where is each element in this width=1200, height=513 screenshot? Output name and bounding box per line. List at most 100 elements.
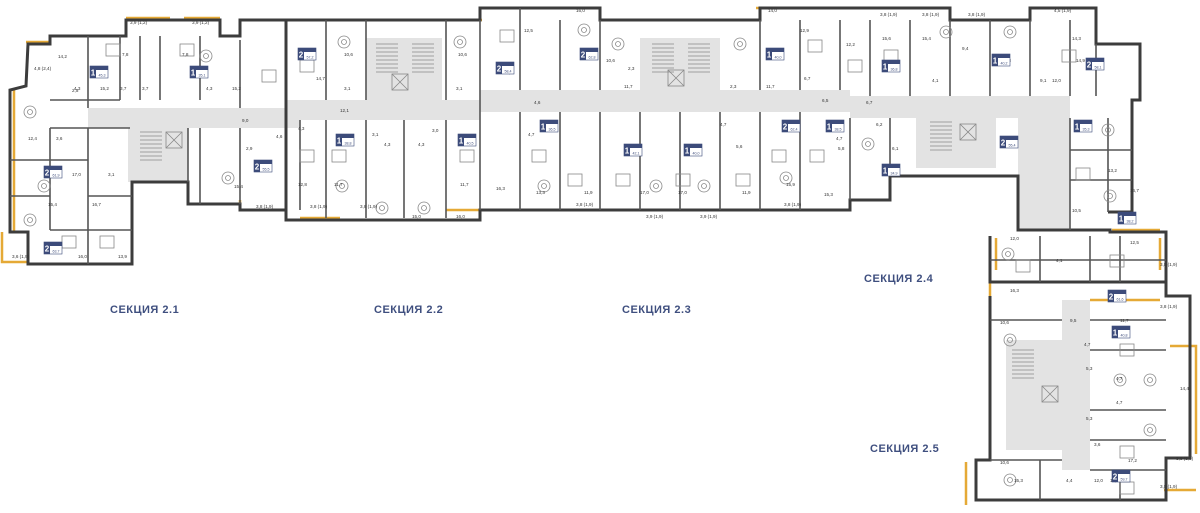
- apartment-area: 40,5: [467, 142, 474, 146]
- stair-icon: [412, 43, 434, 73]
- room-area-s23-16: 15,9: [786, 182, 795, 187]
- room-area-s25-12: 10,6: [1000, 460, 1009, 465]
- room-area-s21-4: 3,7: [120, 86, 127, 91]
- apartment-rooms: 2: [45, 169, 50, 178]
- common-areas: [88, 38, 1090, 470]
- apartment-area: 34,9: [891, 172, 898, 176]
- apartment-rooms: 1: [883, 63, 888, 72]
- room-area-s25-0: 12,0: [1010, 236, 1019, 241]
- bed-icon: [261, 69, 277, 83]
- room-area-s23-0: 12,5: [524, 28, 533, 33]
- apartment-area: 38,5: [835, 128, 842, 132]
- room-area-s21-7: 7,8: [182, 52, 189, 57]
- table-icon: [225, 175, 231, 181]
- room-area-s23-9: 11,9: [584, 190, 593, 195]
- bed-icon: [567, 173, 583, 187]
- room-area-s23-6: 2,3: [628, 66, 635, 71]
- table-icon: [541, 183, 547, 189]
- room-area-s22-16: 3,8 (1,9): [360, 204, 378, 209]
- table-icon: [1117, 377, 1123, 383]
- room-area-s25-22: 3,8 (1,9): [1160, 484, 1178, 489]
- room-area-s24-15: 4,1: [932, 78, 939, 83]
- section-label-2-3: СЕКЦИЯ 2.3: [622, 304, 692, 316]
- room-area-s21-3: 4,3: [74, 86, 81, 91]
- room-area-s24-23: 3,8 (1,9): [880, 12, 898, 17]
- table-icon: [1147, 427, 1153, 433]
- room-area-s22-18: 4,6: [276, 134, 283, 139]
- room-area-s24-22: 10,5: [1072, 208, 1081, 213]
- table-icon: [733, 37, 747, 51]
- room-area-s22-14: 16,0: [456, 214, 465, 219]
- room-area-s23-18: 2,3: [730, 84, 737, 89]
- room-area-s25-21: 4,4: [1066, 478, 1073, 483]
- section-label-2-4: СЕКЦИЯ 2.4: [864, 273, 934, 285]
- room-area-s21-21: 3,9 (1,2): [192, 20, 210, 25]
- room-area-s23-10: 13,3: [536, 190, 545, 195]
- room-area-s22-0: 14,7: [316, 76, 325, 81]
- table-icon: [1113, 373, 1127, 387]
- table-icon: [581, 27, 587, 33]
- bed-icon: [299, 59, 315, 73]
- corridor-2-4b: [1018, 118, 1070, 230]
- stair-icon: [140, 131, 162, 161]
- corridor-2-1: [88, 108, 300, 128]
- apartment-rooms: 2: [299, 51, 304, 60]
- stair-icon: [688, 43, 710, 73]
- bed-icon: [1109, 254, 1125, 268]
- room-area-s22-20: 2,9: [246, 146, 253, 151]
- apartment-area: 40,0: [693, 152, 700, 156]
- room-area-s24-4: 6,7: [804, 76, 811, 81]
- room-area-s24-25: 3,8 (1,9): [968, 12, 986, 17]
- room-area-s23-24: 16,3: [496, 186, 505, 191]
- table-icon: [943, 29, 949, 35]
- section-label-2-2: СЕКЦИЯ 2.2: [374, 304, 444, 316]
- table-icon: [453, 35, 467, 49]
- apartment-rooms: 1: [541, 123, 546, 132]
- room-area-s25-17: 3,8 (1,9): [1160, 304, 1178, 309]
- room-area-s23-11: 17,0: [640, 190, 649, 195]
- room-area-s25-11: 17,2: [1128, 458, 1137, 463]
- elevator-icon: [667, 69, 685, 87]
- apartment-rooms: 1: [625, 147, 630, 156]
- room-area-s23-20: 3,9 (1,9): [646, 214, 664, 219]
- table-icon: [457, 39, 463, 45]
- room-area-s24-24: 3,8 (1,9): [922, 12, 940, 17]
- room-area-s24-1: 12,9: [800, 28, 809, 33]
- apartment-rooms: 1: [337, 137, 342, 146]
- elevator-icon: [1041, 385, 1059, 403]
- room-area-s22-9: 4,3: [418, 142, 425, 147]
- section-label-2-5: СЕКЦИЯ 2.5: [870, 443, 940, 455]
- apartment-area: 55,4: [1009, 144, 1016, 148]
- apartment-area: 40,2: [1001, 62, 1008, 66]
- table-icon: [23, 213, 37, 227]
- room-area-s21-6: 7,8: [122, 52, 129, 57]
- table-icon: [783, 175, 789, 181]
- apartment-rooms: 1: [1119, 215, 1124, 224]
- apartment-rooms: 1: [91, 69, 96, 78]
- room-area-s22-11: 11,7: [460, 182, 469, 187]
- room-area-s25-2: 4,1: [1056, 258, 1063, 263]
- room-area-s23-7: 4,7: [528, 132, 535, 137]
- apartment-area: 62,4: [791, 128, 798, 132]
- apartment-rooms: 2: [45, 245, 50, 254]
- room-area-s25-18: 4,7: [1084, 342, 1091, 347]
- room-area-s25-4: 10,6: [1000, 320, 1009, 325]
- apartment-area: 38,2: [1127, 220, 1134, 224]
- stair-core-2-3: [640, 38, 720, 90]
- table-icon: [1001, 247, 1015, 261]
- corridor-2-4: [850, 96, 1070, 118]
- table-icon: [701, 183, 707, 189]
- room-area-s22-8: 4,3: [384, 142, 391, 147]
- table-icon: [41, 183, 47, 189]
